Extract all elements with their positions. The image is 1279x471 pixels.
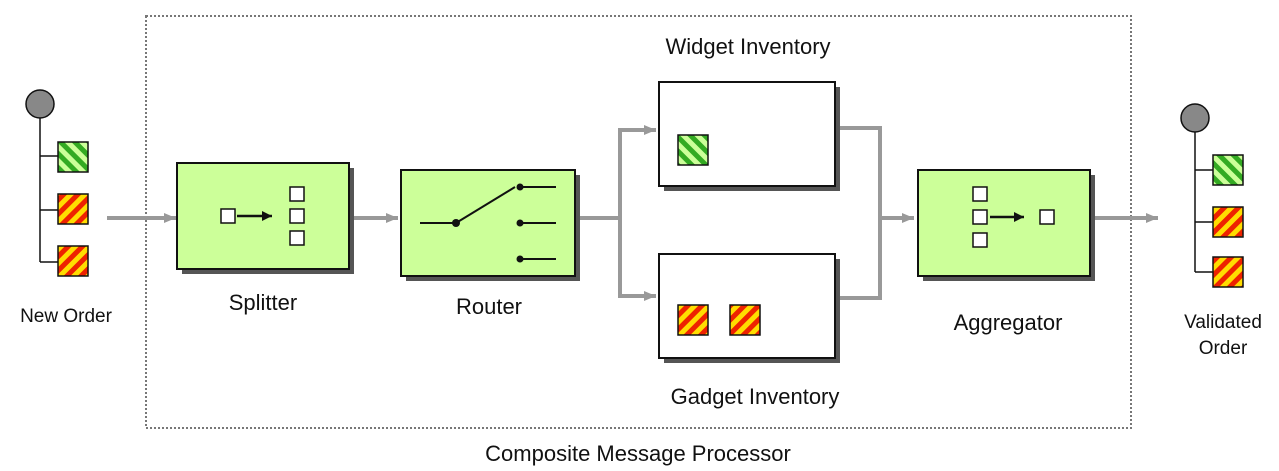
endpoint-circle [25,89,55,119]
splitter-component [176,162,354,274]
channel-arrow [836,126,914,223]
widget-inventory-component [658,81,840,191]
gadget-message-icon [57,245,89,277]
router-component [400,169,580,281]
gadget-message-icon [1212,256,1244,288]
validated-order-label-line1: Validated [1184,312,1262,333]
gadget-inventory-label: Gadget Inventory [671,384,840,409]
widget-message-icon [57,141,89,173]
aggregator-label: Aggregator [954,310,1063,335]
composite-container [145,15,1132,429]
gadget-message-icon [729,304,761,336]
channel-arrow [576,125,656,220]
container-label: Composite Message Processor [485,441,791,466]
gadget-inventory-component [658,253,840,363]
new-order-endpoint [25,89,89,277]
validated-order-endpoint [1180,103,1244,288]
gadget-message-icon [57,193,89,225]
gadget-message-icon [1212,206,1244,238]
aggregator-component [917,169,1095,281]
new-order-label: New Order [20,306,113,327]
widget-inventory-label: Widget Inventory [665,34,830,59]
endpoint-circle [1180,103,1210,133]
validated-order-label-line2: Order [1199,338,1248,359]
widget-message-icon [677,134,709,166]
widget-message-icon [1212,154,1244,186]
channel-arrow [618,218,656,301]
gadget-message-icon [677,304,709,336]
splitter-label: Splitter [229,290,297,315]
router-label: Router [456,294,522,319]
channel-arrow [836,218,882,300]
